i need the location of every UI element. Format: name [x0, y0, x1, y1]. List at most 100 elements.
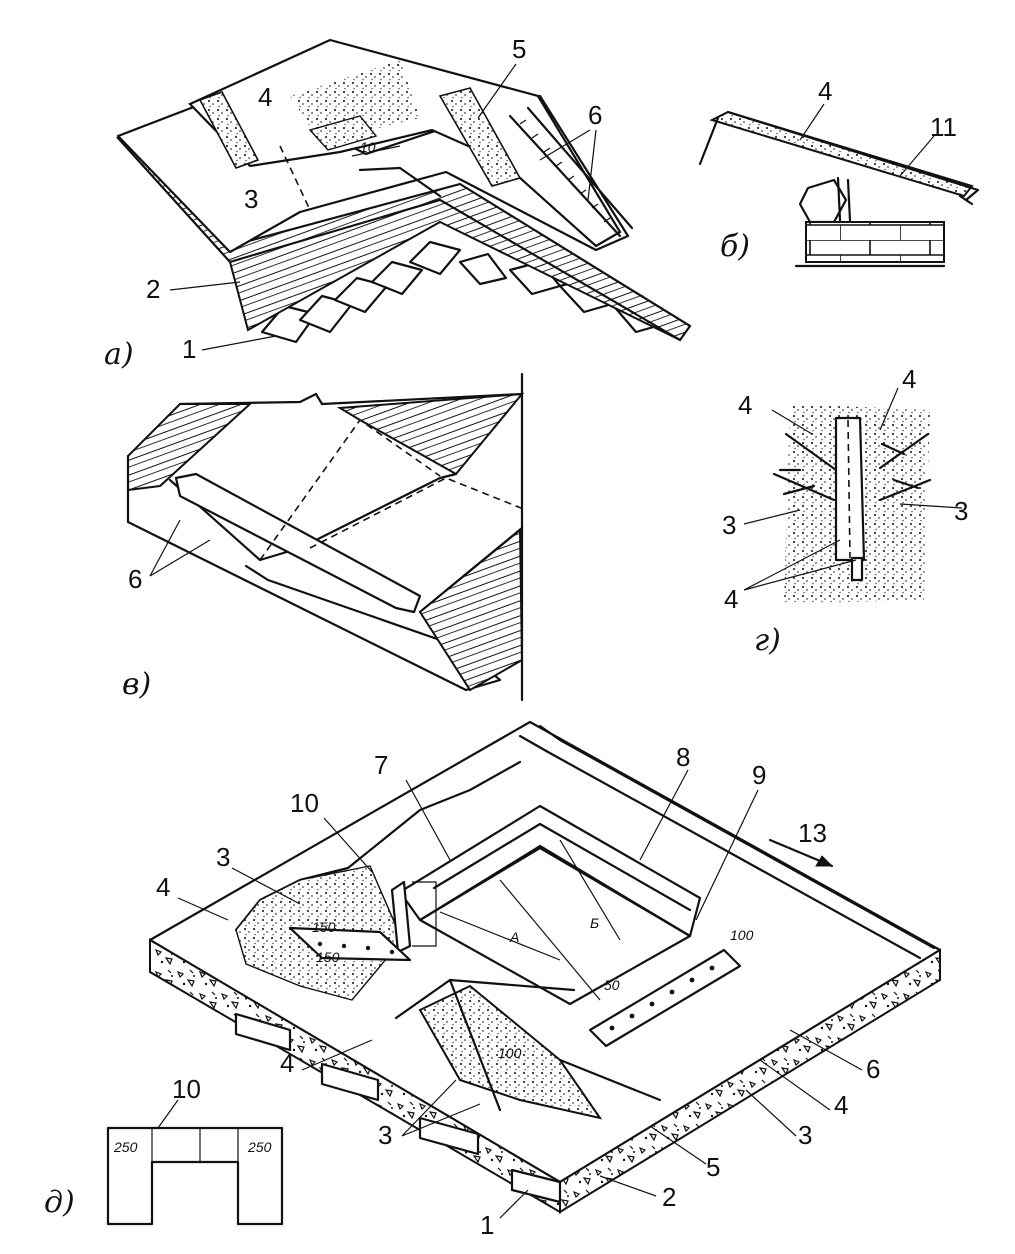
pipe — [834, 416, 866, 562]
callout-g-3a: 3 — [722, 510, 736, 540]
callout-d-9: 9 — [752, 760, 766, 790]
callout-a-2: 2 — [146, 274, 160, 304]
callout-b-11: 11 — [930, 112, 957, 142]
inset-dim-lines — [151, 1128, 239, 1162]
dim-10: 10 — [360, 139, 376, 155]
axis-lines — [439, 839, 621, 1001]
callout-inset-10: 10 — [172, 1074, 201, 1104]
brick-wall — [805, 221, 945, 263]
callout-d-5: 5 — [706, 1152, 720, 1182]
support-1 — [234, 1012, 292, 1052]
support-2 — [320, 1062, 380, 1102]
leader-g-4b — [879, 387, 899, 431]
sheathing-front-face — [228, 198, 681, 341]
callout-d-10: 10 — [290, 788, 319, 818]
dim-150-2: 150 — [316, 949, 340, 965]
ridge-fold — [358, 166, 442, 198]
callout-b-4: 4 — [818, 76, 832, 106]
opening-floor — [418, 846, 692, 1006]
dim-B: Б — [590, 915, 599, 931]
perforated-strip-left — [288, 926, 412, 962]
callout-d-4b: 4 — [280, 1048, 294, 1078]
figure-d: A Б 150 150 100 100 50 — [148, 720, 942, 1240]
dim-100-2: 100 — [498, 1045, 522, 1061]
figure-d-inset: 10 250 250 д) — [44, 1074, 284, 1226]
leader-g-3b — [899, 503, 963, 509]
leader-d-6 — [789, 1029, 863, 1071]
figure-g: 4 4 3 3 4 г) — [722, 364, 968, 658]
leader-b-11 — [899, 135, 935, 177]
leader-d-7 — [405, 779, 451, 861]
fold-lines — [394, 978, 662, 1112]
valley-edges-g — [772, 432, 932, 502]
callout-d-13: 13 — [798, 818, 827, 848]
callout-g-4b: 4 — [902, 364, 916, 394]
stipple-strip-2 — [438, 87, 522, 187]
leader-d-9 — [695, 789, 759, 921]
callout-d-1: 1 — [480, 1210, 494, 1240]
dim-A: A — [509, 929, 519, 945]
callout-d-7: 7 — [374, 750, 388, 780]
callout-d-4a: 4 — [156, 872, 170, 902]
stipple-patch-top — [290, 60, 420, 142]
callout-g-4c: 4 — [724, 584, 738, 614]
leader-inset-10 — [157, 1099, 179, 1129]
callout-g-4a: 4 — [738, 390, 752, 420]
subfigure-label-g: г) — [754, 623, 781, 658]
support-3 — [418, 1116, 480, 1156]
callout-a-5: 5 — [512, 34, 526, 64]
inset-dim-250-left: 250 — [113, 1139, 138, 1155]
callout-a-3: 3 — [244, 184, 258, 214]
leader-d-8 — [639, 769, 689, 861]
leader-a-1 — [201, 335, 277, 351]
wood-bottom — [418, 527, 524, 692]
post-dim — [412, 881, 437, 947]
callout-g-3b: 3 — [954, 496, 968, 526]
leader-v-6b — [149, 539, 211, 577]
callout-a-4: 4 — [258, 82, 272, 112]
leader-d-10 — [323, 817, 373, 873]
stipple-patch-mid — [308, 115, 378, 151]
perforation-holes-left — [317, 941, 395, 955]
dim-150-1: 150 — [312, 919, 336, 935]
hidden-valley-2 — [309, 477, 527, 549]
leader-a-5 — [477, 63, 517, 119]
perforation-holes — [609, 965, 715, 1031]
eave-roof-line — [698, 110, 980, 202]
dim-line-10 — [351, 145, 401, 157]
stipple-strip-1 — [198, 91, 260, 169]
valley-strip — [174, 472, 422, 614]
sheathing-right — [336, 392, 525, 476]
perforated-strip — [588, 948, 742, 1048]
leader-d-4r — [759, 1059, 831, 1111]
inset-dim-250-right: 250 — [247, 1139, 272, 1155]
figure-b: 4 11 б) — [698, 76, 980, 268]
leader-d-5 — [649, 1125, 707, 1165]
leader-d-4top — [177, 897, 229, 921]
callout-v-6: 6 — [128, 564, 142, 594]
nail-row — [519, 119, 611, 223]
subfigure-label-d: д) — [44, 1185, 75, 1220]
figure-a: 10 1 2 3 4 5 6 а) — [104, 34, 692, 372]
layer-edge-line — [518, 724, 936, 960]
leader-g-4a — [771, 409, 813, 435]
subfigure-label-v: в) — [122, 667, 151, 702]
figure-v: 6 в) — [122, 372, 527, 702]
callout-d-3a: 3 — [378, 1120, 392, 1150]
callout-d-6: 6 — [866, 1054, 880, 1084]
strip-left — [778, 468, 816, 496]
leader-a-6a — [539, 129, 591, 161]
callout-d-8: 8 — [676, 742, 690, 772]
curb-inner — [432, 822, 692, 912]
leader-d-4bl — [301, 1039, 373, 1071]
pipe-foot — [850, 556, 864, 582]
curb-corner-post — [390, 880, 412, 954]
eave-roof-slab — [709, 110, 974, 198]
strip-right — [880, 442, 920, 490]
leader-d-3top — [231, 867, 301, 905]
callout-d-2: 2 — [662, 1182, 676, 1212]
leader-b-4 — [799, 103, 825, 141]
leader-a-2 — [169, 281, 241, 291]
leader-d-2 — [599, 1175, 657, 1197]
leader-v-6a — [149, 519, 181, 577]
